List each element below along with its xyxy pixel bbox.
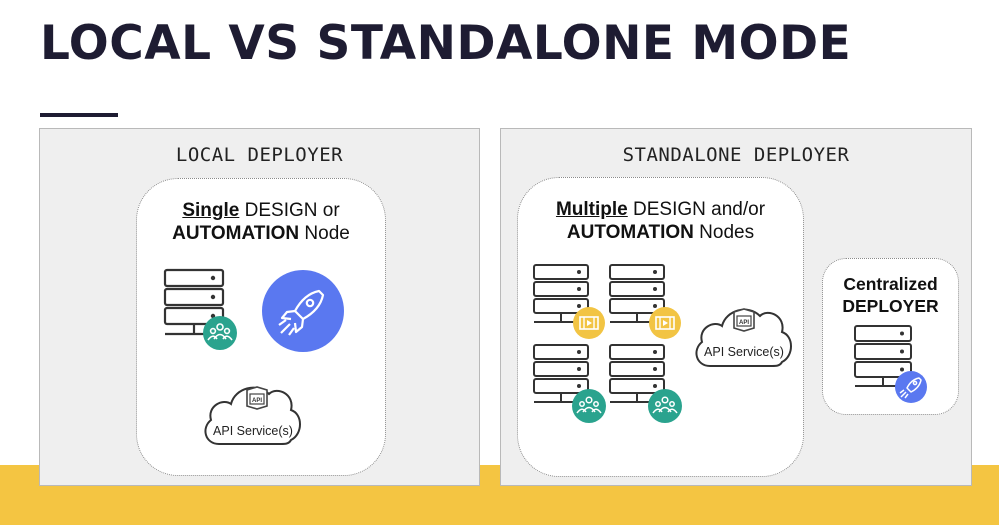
- server-icon: [854, 325, 927, 403]
- page-title: LOCAL VS STANDALONE MODE: [40, 16, 852, 71]
- users-icon: [572, 389, 606, 423]
- local-deployer-panel: LOCAL DEPLOYER Single DESIGN or AUTOMATI…: [39, 128, 480, 486]
- multi-node-card: Multiple DESIGN and/or AUTOMATION Nodes: [517, 177, 804, 477]
- server-icon: [609, 344, 682, 423]
- multi-card-line2-rest: Nodes: [693, 222, 755, 243]
- local-card-heading: Single DESIGN or AUTOMATION Node: [137, 199, 385, 245]
- local-card-emphasis: Single: [182, 200, 240, 221]
- api-document-icon: API: [733, 308, 755, 332]
- local-cloud-label: API Service(s): [213, 424, 293, 438]
- cloud-icon: API API Service(s): [204, 386, 301, 445]
- server-icon: [609, 264, 681, 339]
- multi-card-automation: AUTOMATION: [566, 222, 694, 243]
- multi-cloud-badge: API: [739, 320, 749, 326]
- server-icon: [163, 268, 237, 350]
- rocket-icon: [895, 371, 927, 403]
- multi-card-line1-rest: DESIGN and/or: [627, 199, 766, 220]
- film-icon: [649, 307, 681, 339]
- users-icon: [648, 389, 682, 423]
- multi-card-heading: Multiple DESIGN and/or AUTOMATION Nodes: [518, 198, 803, 244]
- rocket-icon: [262, 270, 344, 352]
- centralized-line2: DEPLOYER: [842, 296, 939, 316]
- centralized-line1: Centralized: [843, 274, 938, 294]
- film-icon: [573, 307, 605, 339]
- local-node-card: Single DESIGN or AUTOMATION Node: [136, 178, 386, 476]
- standalone-deployer-panel: STANDALONE DEPLOYER Multiple DESIGN and/…: [500, 128, 972, 486]
- server-icon: [533, 344, 606, 423]
- centralized-deployer-card: Centralized DEPLOYER: [822, 258, 959, 415]
- local-card-line2-rest: Node: [299, 223, 350, 244]
- users-icon: [203, 316, 237, 350]
- server-icon: [533, 264, 605, 339]
- local-deployer-title: LOCAL DEPLOYER: [175, 144, 344, 166]
- centralized-heading: Centralized DEPLOYER: [823, 273, 958, 317]
- local-card-line1-rest: DESIGN or: [239, 200, 340, 221]
- standalone-deployer-title: STANDALONE DEPLOYER: [622, 144, 850, 166]
- local-cloud-badge: API: [252, 398, 262, 404]
- api-document-icon: API: [246, 386, 268, 410]
- title-underline: [40, 113, 118, 117]
- local-card-automation: AUTOMATION: [172, 223, 300, 244]
- multi-cloud-label: API Service(s): [704, 345, 784, 359]
- multi-card-emphasis: Multiple: [555, 199, 628, 220]
- cloud-icon: API API Service(s): [695, 308, 792, 367]
